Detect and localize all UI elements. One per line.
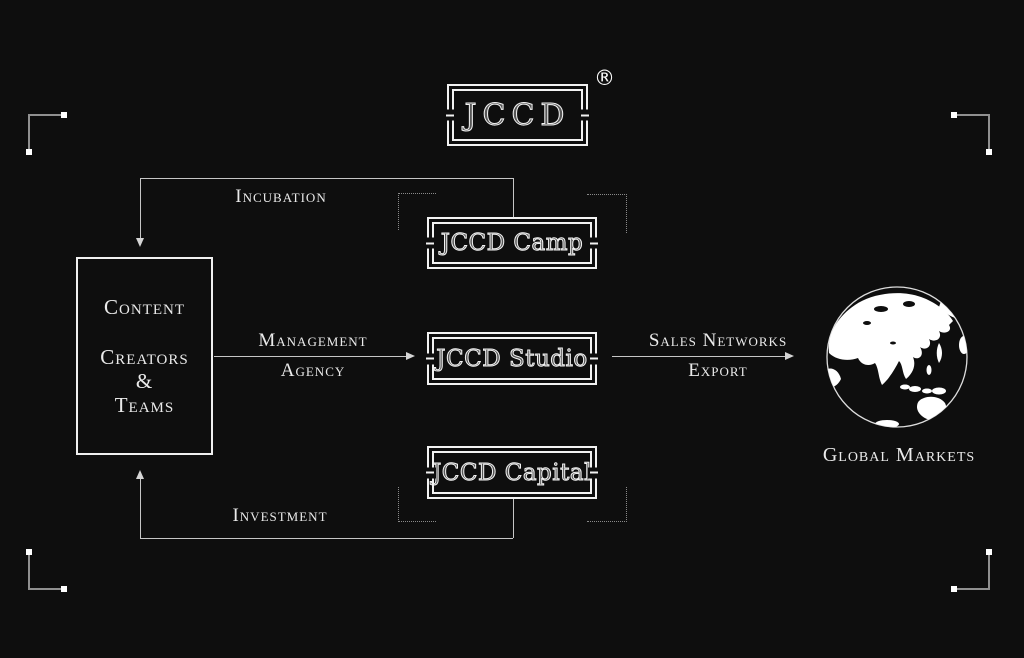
content-creators-box: Content Creators & Teams <box>76 257 213 455</box>
corner-bracket-bottom-left <box>28 552 64 590</box>
bracket-dot <box>61 112 67 118</box>
incubation-label: Incubation <box>235 186 327 207</box>
incubation-arrow-line <box>140 178 141 238</box>
jccd-logo-text: JCCD <box>464 97 571 133</box>
frame-notch <box>426 467 436 478</box>
globe-icon <box>823 283 971 431</box>
incubation-arrowhead <box>136 238 144 247</box>
investment-label: Investment <box>232 505 328 526</box>
corner-bracket-top-left <box>28 114 64 152</box>
teams-label: Teams <box>114 393 175 417</box>
bracket-dot <box>26 549 32 555</box>
bracket-dot <box>951 586 957 592</box>
management-arrowhead <box>406 352 415 360</box>
incubation-arrow-line <box>513 178 514 217</box>
jccd-camp-label: JCCD Camp <box>440 230 584 257</box>
dotted-bracket-bottom-right <box>587 487 627 522</box>
dotted-bracket-bottom-left <box>398 487 436 522</box>
investment-arrow-line <box>140 478 141 538</box>
frame-notch <box>446 109 456 121</box>
bracket-dot <box>61 586 67 592</box>
bracket-dot <box>951 112 957 118</box>
bracket-dot <box>26 149 32 155</box>
creators-label: Creators <box>100 345 189 369</box>
registered-trademark-icon: ® <box>594 66 615 90</box>
jccd-logo-frame: JCCD <box>446 84 589 146</box>
agency-label: Agency <box>280 360 346 381</box>
corner-bracket-top-right <box>954 114 990 152</box>
ampersand-label: & <box>135 369 154 393</box>
dotted-bracket-top-left <box>398 193 436 230</box>
sales-networks-label: Sales Networks <box>648 330 788 351</box>
incubation-arrow-line <box>140 178 513 179</box>
jccd-capital-box: JCCD Capital <box>426 446 598 499</box>
investment-arrowhead <box>136 470 144 479</box>
investment-arrow-line <box>140 538 513 539</box>
bracket-dot <box>986 549 992 555</box>
dotted-bracket-top-right <box>587 194 627 233</box>
jccd-studio-inner-frame: JCCD Studio <box>432 337 592 380</box>
sales-arrowhead <box>785 352 794 360</box>
jccd-capital-label: JCCD Capital <box>432 459 592 486</box>
bracket-dot <box>986 149 992 155</box>
global-markets-label: Global Markets <box>822 444 976 466</box>
jccd-capital-inner-frame: JCCD Capital <box>432 451 592 494</box>
jccd-studio-label: JCCD Studio <box>436 345 588 372</box>
management-arrow-line <box>214 356 406 357</box>
sales-arrow-line <box>612 356 785 357</box>
frame-notch <box>588 353 598 364</box>
jccd-logo-inner-frame: JCCD <box>452 89 583 141</box>
corner-bracket-bottom-right <box>954 552 990 590</box>
frame-notch <box>426 353 436 364</box>
content-label: Content <box>104 295 185 319</box>
export-label: Export <box>688 360 748 381</box>
jccd-studio-box: JCCD Studio <box>426 332 598 385</box>
frame-notch <box>588 467 598 478</box>
frame-notch <box>588 237 598 249</box>
frame-notch <box>426 237 436 249</box>
management-label: Management <box>258 330 368 351</box>
jccd-camp-box: JCCD Camp <box>426 217 598 269</box>
frame-notch <box>579 109 589 121</box>
investment-arrow-line <box>513 499 514 538</box>
jccd-camp-inner-frame: JCCD Camp <box>432 222 592 264</box>
